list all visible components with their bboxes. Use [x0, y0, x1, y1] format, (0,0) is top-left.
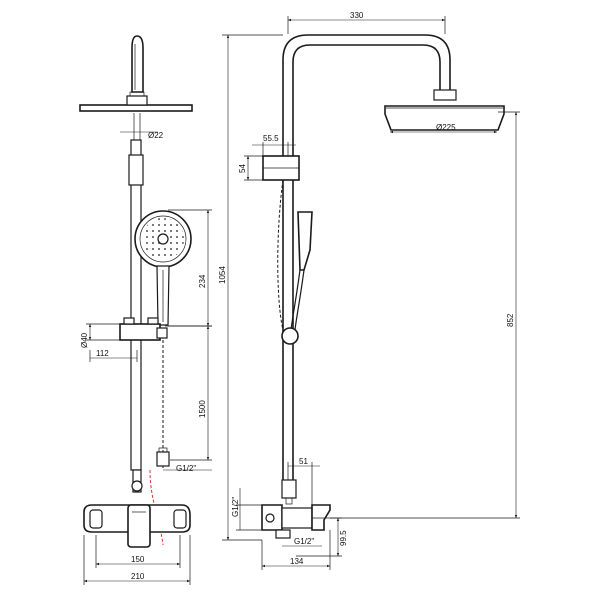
- dim-inlet-thread-vertical: G1/2": [231, 497, 240, 517]
- side-hand-shower: [281, 211, 313, 345]
- side-dimensions: 330 55.5 54 1054 852 51: [218, 11, 520, 570]
- dim-rail-length: 1500: [198, 400, 207, 418]
- front-outlet-fitting: [156, 447, 170, 467]
- front-diverter: [131, 469, 143, 493]
- dim-mixer-depth: 134: [290, 557, 304, 566]
- front-dimensions: 234 Ø40 112 1500 G1/2" 150: [80, 209, 212, 585]
- dim-bracket-depth: 51: [299, 457, 308, 466]
- dim-total-height: 1054: [218, 266, 227, 284]
- dim-arm-reach: 330: [350, 11, 364, 20]
- dim-handshower-height: 234: [198, 274, 207, 288]
- front-hose-red: [149, 469, 164, 546]
- dim-head-height: 852: [506, 313, 515, 327]
- side-column-arm: [282, 34, 457, 480]
- dim-head-diameter: Ø225: [436, 123, 456, 132]
- dim-slider-offset: 112: [96, 349, 109, 358]
- side-shower-holder: [262, 155, 300, 181]
- front-slider-holder: [119, 317, 168, 341]
- dim-slider-diameter: Ø40: [80, 332, 89, 348]
- front-top-arm: [131, 35, 144, 93]
- dim-handle-span: 150: [131, 555, 145, 564]
- side-hose: [277, 179, 284, 331]
- dim-holder-height: 54: [238, 164, 247, 173]
- side-view: Ø225: [218, 11, 520, 570]
- side-rain-head: Ø225: [384, 105, 505, 134]
- side-mixer-assembly: [261, 479, 331, 539]
- dim-inlet-thread: G1/2": [294, 537, 314, 546]
- dim-mixer-width: 210: [131, 572, 145, 581]
- dim-holder-depth: 55.5: [263, 134, 279, 143]
- front-rain-head: Ø22: [79, 91, 193, 140]
- front-column: [128, 139, 144, 471]
- dim-head-connector: Ø22: [148, 131, 164, 140]
- front-hand-shower: [134, 210, 192, 326]
- front-view: Ø22: [79, 35, 212, 585]
- dim-outlet-thread: G1/2": [176, 464, 196, 473]
- front-mixer: [83, 504, 191, 548]
- dim-inlet-height: 99.5: [339, 530, 348, 546]
